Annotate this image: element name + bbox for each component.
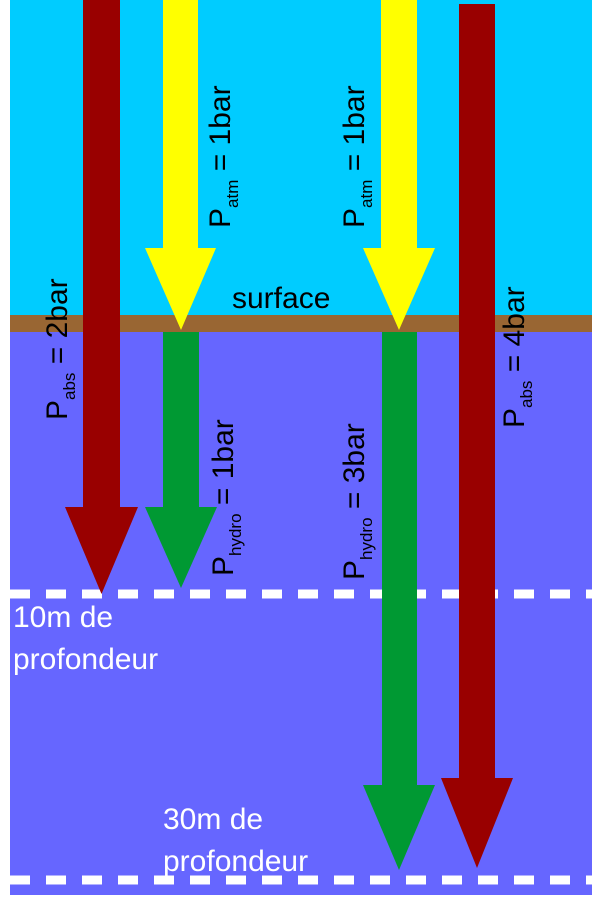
abs-right-subscript: abs: [517, 381, 536, 408]
atm-left-subscript: atm: [223, 180, 242, 208]
abs-arrow-left: [65, 0, 138, 594]
abs-right-symbol: P: [498, 408, 531, 428]
pressure-label-hydro-left: Phydro = 1bar: [207, 419, 245, 576]
abs-left-symbol: P: [41, 400, 74, 420]
hydro-right-value: = 3bar: [338, 423, 371, 517]
atm-arrow-right: [363, 0, 435, 330]
abs-right-value: = 4bar: [498, 286, 531, 380]
hydro-arrow-right: [363, 332, 435, 870]
surface-label: surface: [232, 282, 330, 315]
abs-left-value: = 2bar: [41, 278, 74, 372]
hydro-right-symbol: P: [338, 560, 371, 580]
surface-band: [10, 315, 592, 332]
pressure-label-atm-right: Patm = 1bar: [338, 85, 376, 228]
atm-left-symbol: P: [204, 208, 237, 228]
depth-10m-label: 10m de profondeur: [13, 601, 158, 676]
atm-arrow-left: [145, 0, 216, 330]
pressure-label-abs-left: Pabs = 2bar: [41, 278, 79, 420]
depth-30m-label: 30m de profondeur: [163, 803, 308, 878]
pressure-label-hydro-right: Phydro = 3bar: [338, 423, 376, 580]
hydro-arrow-left: [145, 332, 217, 588]
hydro-left-value: = 1bar: [207, 419, 240, 513]
atm-right-symbol: P: [338, 208, 371, 228]
hydro-left-symbol: P: [207, 556, 240, 576]
depth-10m-line1: 10m de: [13, 601, 113, 634]
pressure-label-abs-right: Pabs = 4bar: [498, 286, 536, 428]
hydro-right-subscript: hydro: [357, 517, 376, 560]
depth-30m-line2: profondeur: [163, 845, 308, 878]
hydro-left-subscript: hydro: [226, 513, 245, 556]
abs-left-subscript: abs: [60, 373, 79, 400]
pressure-label-atm-left: Patm = 1bar: [204, 85, 242, 228]
abs-arrow-right: [441, 4, 513, 868]
depth-30m-line1: 30m de: [163, 803, 263, 836]
atm-right-subscript: atm: [357, 180, 376, 208]
atm-right-value: = 1bar: [338, 85, 371, 179]
depth-10m-line2: profondeur: [13, 643, 158, 676]
atm-left-value: = 1bar: [204, 85, 237, 179]
